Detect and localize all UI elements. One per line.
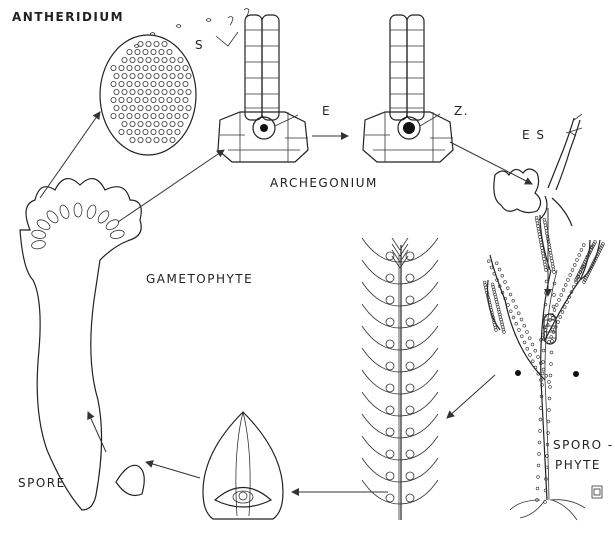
archegonium-with-zygote-drawing — [363, 15, 453, 162]
archegonium-with-egg-drawing — [218, 15, 308, 162]
label-egg: E — [322, 104, 331, 118]
sperm-cell — [134, 45, 139, 48]
strobilus-section-drawing — [362, 238, 438, 520]
label-archegonium: ARCHEGONIUM — [270, 176, 378, 190]
arrow-sporophyll-to-spore — [146, 462, 200, 478]
zygote-pointer-line — [420, 114, 440, 126]
label-antheridium: ANTHERIDIUM — [12, 10, 124, 24]
gametophyte-drawing — [20, 179, 141, 510]
antheridium-drawing — [100, 9, 249, 156]
sperm-pointer-line — [216, 32, 238, 46]
arrow-gametophyte-to-antheridium — [40, 112, 100, 198]
label-zygote: Z. — [454, 104, 469, 118]
mature-sporophyte-drawing — [483, 215, 604, 520]
label-sporophyte-line2: PHYTE — [555, 458, 601, 472]
spore-drawing — [116, 465, 144, 495]
roots — [510, 500, 585, 520]
sperm-cell — [176, 25, 181, 28]
arrow-zygote-to-embryo — [450, 142, 532, 184]
arrow-sporophyte-to-strobilus — [447, 375, 495, 418]
arrow-gametophyte-to-archegonium — [118, 150, 224, 222]
sporophyll-drawing — [203, 412, 283, 519]
label-embryonic-sporophyte: E S — [522, 128, 546, 142]
label-sperm: S — [195, 38, 204, 52]
arrow-spore-to-gametophyte — [88, 412, 106, 452]
sperm-cell — [206, 19, 211, 22]
cycle-arrows — [40, 112, 548, 492]
egg-cell — [260, 124, 268, 132]
zygote-cell — [403, 122, 415, 134]
sperm-cell — [228, 17, 233, 26]
label-spore: SPORE — [18, 476, 66, 490]
label-sporophyte-line1: SPORO - — [553, 438, 614, 452]
label-gametophyte: GAMETOPHYTE — [146, 272, 253, 286]
